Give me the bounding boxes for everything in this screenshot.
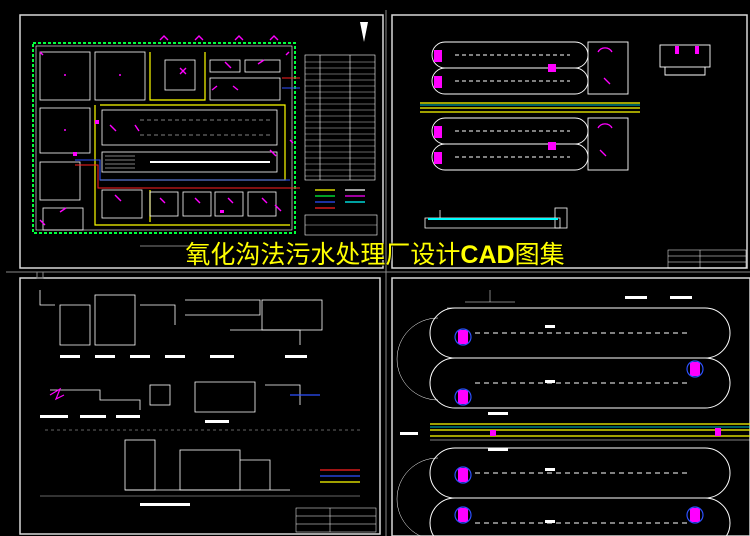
site-plan-sheet (32, 22, 378, 247)
oxidation-ditch-plan-sheet (420, 41, 747, 269)
sheet-frames (19, 14, 750, 536)
oxidation-ditch-plan-sheet-frame (391, 14, 748, 269)
title-cn-part-1: 氧化沟法污水处理厂设计 (185, 240, 461, 269)
title-cn-part-2: 图集 (514, 240, 565, 269)
process-profile-sheet-frame (19, 277, 381, 535)
site-plan-sheet-frame (19, 14, 384, 269)
oxidation-ditch-detail-sheet (396, 290, 750, 536)
oxidation-ditch-detail-sheet-frame (391, 277, 750, 536)
title-latin-part: CAD (460, 241, 515, 269)
process-profile-sheet (39, 290, 377, 533)
collection-title-banner: 氧化沟法污水处理厂设计CAD图集 (0, 235, 750, 271)
